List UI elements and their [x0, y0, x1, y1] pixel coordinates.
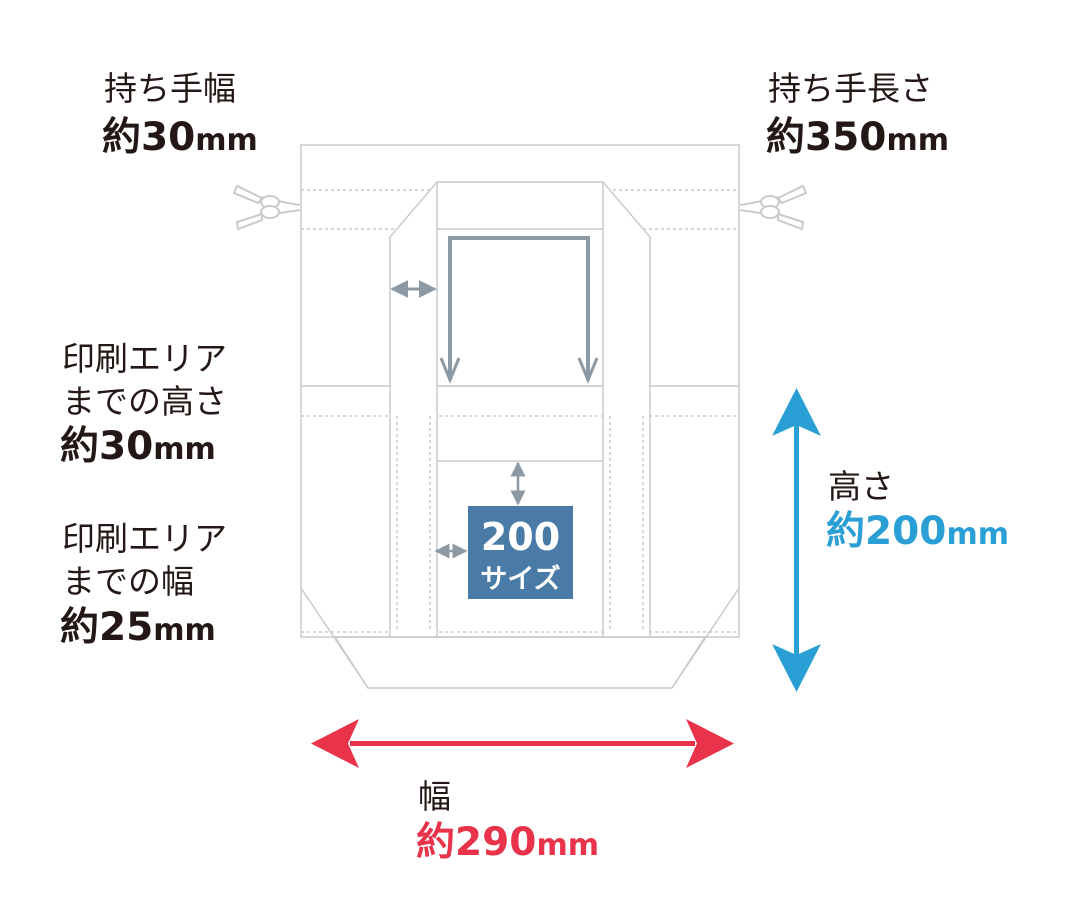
print-side-caption-line2: までの幅: [62, 562, 194, 601]
handle-length-number: 350: [805, 115, 887, 160]
print-side-prefix: 約: [60, 605, 100, 650]
height-prefix: 約: [826, 509, 866, 554]
width-caption: 幅: [418, 777, 451, 816]
drawstring-cord-right: [739, 184, 808, 231]
width-number: 290: [455, 820, 537, 865]
print-side-caption-line1: 印刷エリア: [62, 519, 227, 558]
handle-width-unit: mm: [195, 123, 258, 158]
print-area-size-word: サイズ: [480, 563, 560, 595]
width-unit: mm: [536, 828, 599, 863]
print-top-caption-line2: までの高さ: [62, 382, 227, 421]
height-unit: mm: [946, 517, 1009, 552]
handle-length-caption: 持ち手長さ: [768, 69, 933, 108]
print-side-number: 25: [99, 605, 154, 650]
handle-width-prefix: 約: [102, 115, 142, 160]
print-area-size: 200: [481, 515, 560, 559]
height-number: 200: [865, 509, 947, 554]
print-area-box: [468, 506, 573, 599]
bag-handle: [389, 181, 651, 638]
handle-length-value: 約350mm: [766, 118, 949, 157]
handle-length-arrow: [439, 236, 599, 384]
print-top-number: 30: [99, 424, 154, 469]
drawstring-cord-left: [232, 184, 301, 231]
print-side-value: 約25mm: [60, 608, 216, 647]
print-top-value: 約30mm: [60, 427, 216, 466]
print-side-unit: mm: [153, 613, 216, 648]
handle-width-caption: 持ち手幅: [104, 69, 236, 108]
width-value: 約290mm: [416, 823, 599, 862]
handle-width-value: 約30mm: [102, 118, 258, 157]
handle-width-number: 30: [141, 115, 196, 160]
print-top-prefix: 約: [60, 424, 100, 469]
handle-length-prefix: 約: [766, 115, 806, 160]
print-top-caption-line1: 印刷エリア: [62, 339, 227, 378]
handle-length-unit: mm: [886, 123, 949, 158]
height-arrow: [772, 388, 821, 692]
height-caption: 高さ: [828, 467, 894, 506]
width-prefix: 約: [416, 820, 456, 865]
print-top-unit: mm: [153, 432, 216, 467]
width-arrow: [311, 719, 734, 768]
height-value: 約200mm: [826, 512, 1009, 551]
